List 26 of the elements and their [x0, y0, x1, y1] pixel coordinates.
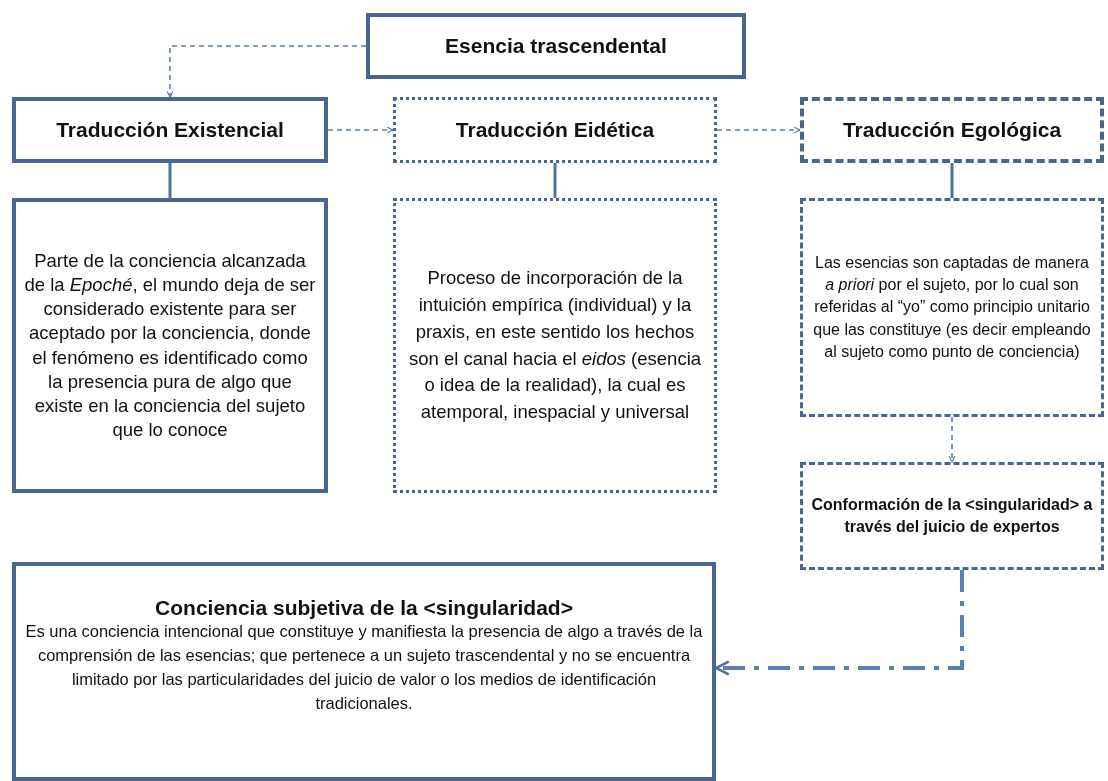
arrow [948, 416, 956, 463]
box-heading: Traducción Existencial [56, 116, 284, 143]
arrow [327, 126, 394, 134]
connector-line [950, 163, 954, 198]
process-box [12, 97, 328, 163]
box-text: Parte de la conciencia alcanzada de la Epoché, el mundo deja de ser considerado existente para ser aceptado por la conciencia, donde el fenómeno es identificado como la presencia pura de algo que existe en la conciencia del sujeto que lo conoce [24, 249, 316, 442]
connector-line [553, 163, 557, 198]
box-heading: Conformación de la <singularidad> a través del juicio de expertos [811, 494, 1093, 537]
box-heading: Traducción Eidética [455, 116, 655, 143]
text-box [12, 198, 328, 493]
box-text: Las esencias son captadas de manera a priori por el sujeto, por lo cual son referidas al “yo” como principio unitario que las constituye (es decir empleando al sujeto como punto de conciencia) [812, 252, 1092, 363]
box-text: Es una conciencia intencional que constituye y manifiesta la presencia de algo a través de la comprensión de las esencias; que pertenece a un sujeto trascendental y no se encuentra limitado por las particularidades del juicio de valor o los medios de identificación tradicionales. [24, 621, 704, 714]
process-box [393, 97, 717, 163]
process-box [366, 13, 746, 79]
box-heading: Esencia trascendental [445, 32, 667, 59]
arrow [716, 126, 801, 134]
connector-line [168, 163, 172, 198]
box-text: Proceso de incorporación de la intuición empírica (individual) y la praxis, en este sentido los hechos son el canal hacia el eidos (esencia o idea de la realidad), la cual es atemporal, inespacial y universal [407, 266, 703, 425]
box-heading: Conciencia subjetiva de la <singularidad> [155, 596, 573, 620]
process-box [800, 97, 1104, 163]
arrow [166, 45, 367, 98]
text-box [12, 562, 716, 781]
text-box [800, 198, 1104, 417]
text-box [393, 198, 717, 493]
process-box [800, 462, 1104, 570]
box-heading: Traducción Egológica [842, 116, 1062, 143]
